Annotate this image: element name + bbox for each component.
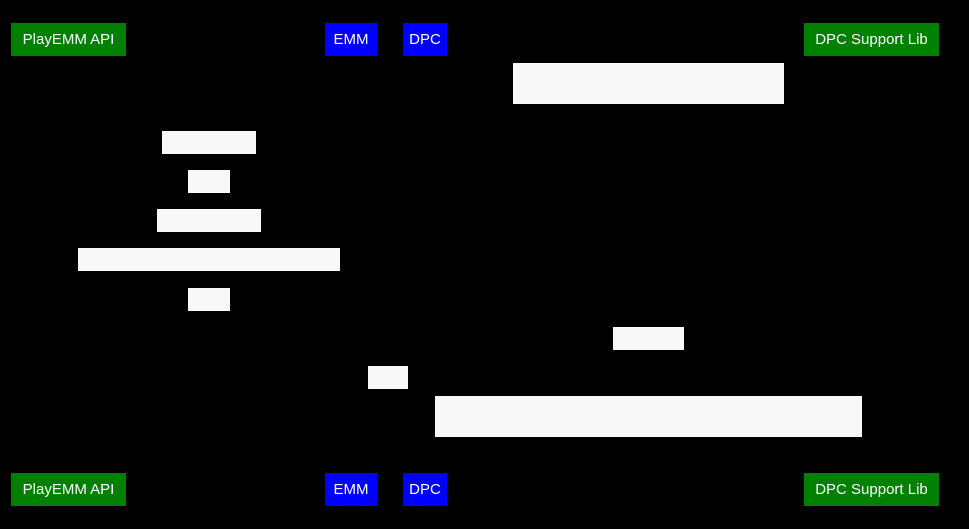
- message-line-2: .ensureWorkingEnvironment(callback): [530, 161, 767, 177]
- message-token-response: token: [188, 288, 230, 345]
- participant-label: PlayEMM API: [22, 31, 115, 48]
- participant-bottom-dpc-support-lib[interactable]: DPC Support Lib: [804, 473, 939, 506]
- message-users-update: users.update(): [157, 209, 261, 266]
- message-add-android-for-work-account: androidForWorkAccountSupport .addAndroid…: [435, 396, 862, 510]
- participant-label: PlayEMM API: [22, 481, 115, 498]
- participant-label: EMM: [333, 31, 369, 48]
- participant-bottom-dpc[interactable]: DPC: [403, 473, 447, 506]
- participant-label: DPC Support Lib: [815, 481, 928, 498]
- message-ensure-working-environment: androidForWorkAccountSupport .ensureWork…: [513, 63, 784, 177]
- participant-label: EMM: [333, 481, 369, 498]
- participant-bottom-playemm-api[interactable]: PlayEMM API: [11, 473, 126, 506]
- message-line-2: .addAndroidForWorkAccount(token, account…: [461, 494, 836, 510]
- participant-label: DPC: [409, 481, 441, 498]
- message-line-1: token: [191, 329, 227, 345]
- message-user-id: userID: [188, 170, 232, 227]
- message-token-forward: token: [368, 366, 408, 423]
- participant-label: DPC Support Lib: [815, 31, 928, 48]
- message-line-1: token: [371, 407, 406, 423]
- participant-top-emm[interactable]: EMM: [325, 23, 377, 56]
- message-callback: callback(): [613, 327, 684, 384]
- participant-top-dpc[interactable]: DPC: [403, 23, 447, 56]
- message-users-insert: users.insert(): [162, 131, 256, 188]
- message-line-1: androidForWorkAccountSupport: [548, 437, 749, 453]
- message-users-generate-authentication-token: users.generateAuthenticationToken(): [78, 248, 340, 305]
- participant-top-playemm-api[interactable]: PlayEMM API: [11, 23, 126, 56]
- participant-label: DPC: [409, 31, 441, 48]
- message-line-1: callback(): [618, 368, 679, 384]
- participant-bottom-emm[interactable]: EMM: [325, 473, 377, 506]
- message-line-1: androidForWorkAccountSupport: [548, 104, 749, 120]
- participant-top-dpc-support-lib[interactable]: DPC Support Lib: [804, 23, 939, 56]
